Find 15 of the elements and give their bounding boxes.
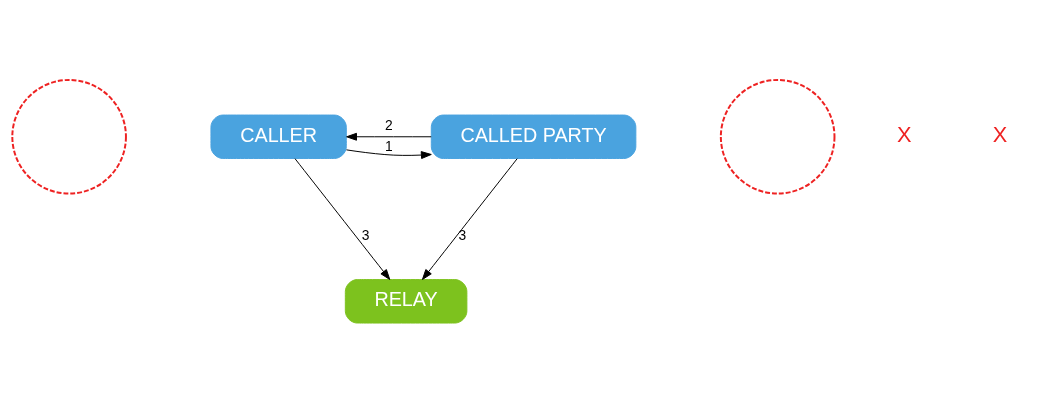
node-box: CALLER bbox=[210, 114, 347, 159]
node-circle bbox=[11, 78, 127, 195]
arrow bbox=[421, 158, 518, 280]
label: X bbox=[992, 122, 1008, 148]
arrow bbox=[294, 158, 391, 280]
label: X bbox=[896, 122, 912, 148]
edge-label: 2 bbox=[384, 117, 393, 134]
edge-label: 1 bbox=[384, 137, 393, 154]
arrow bbox=[346, 132, 432, 141]
edge-label: 3 bbox=[361, 227, 370, 244]
edge-label: 3 bbox=[458, 227, 467, 244]
node-circle bbox=[719, 78, 836, 195]
node-box: RELAY bbox=[344, 279, 468, 324]
arrow bbox=[345, 149, 432, 159]
node-box: CALLED PARTY bbox=[430, 114, 637, 159]
